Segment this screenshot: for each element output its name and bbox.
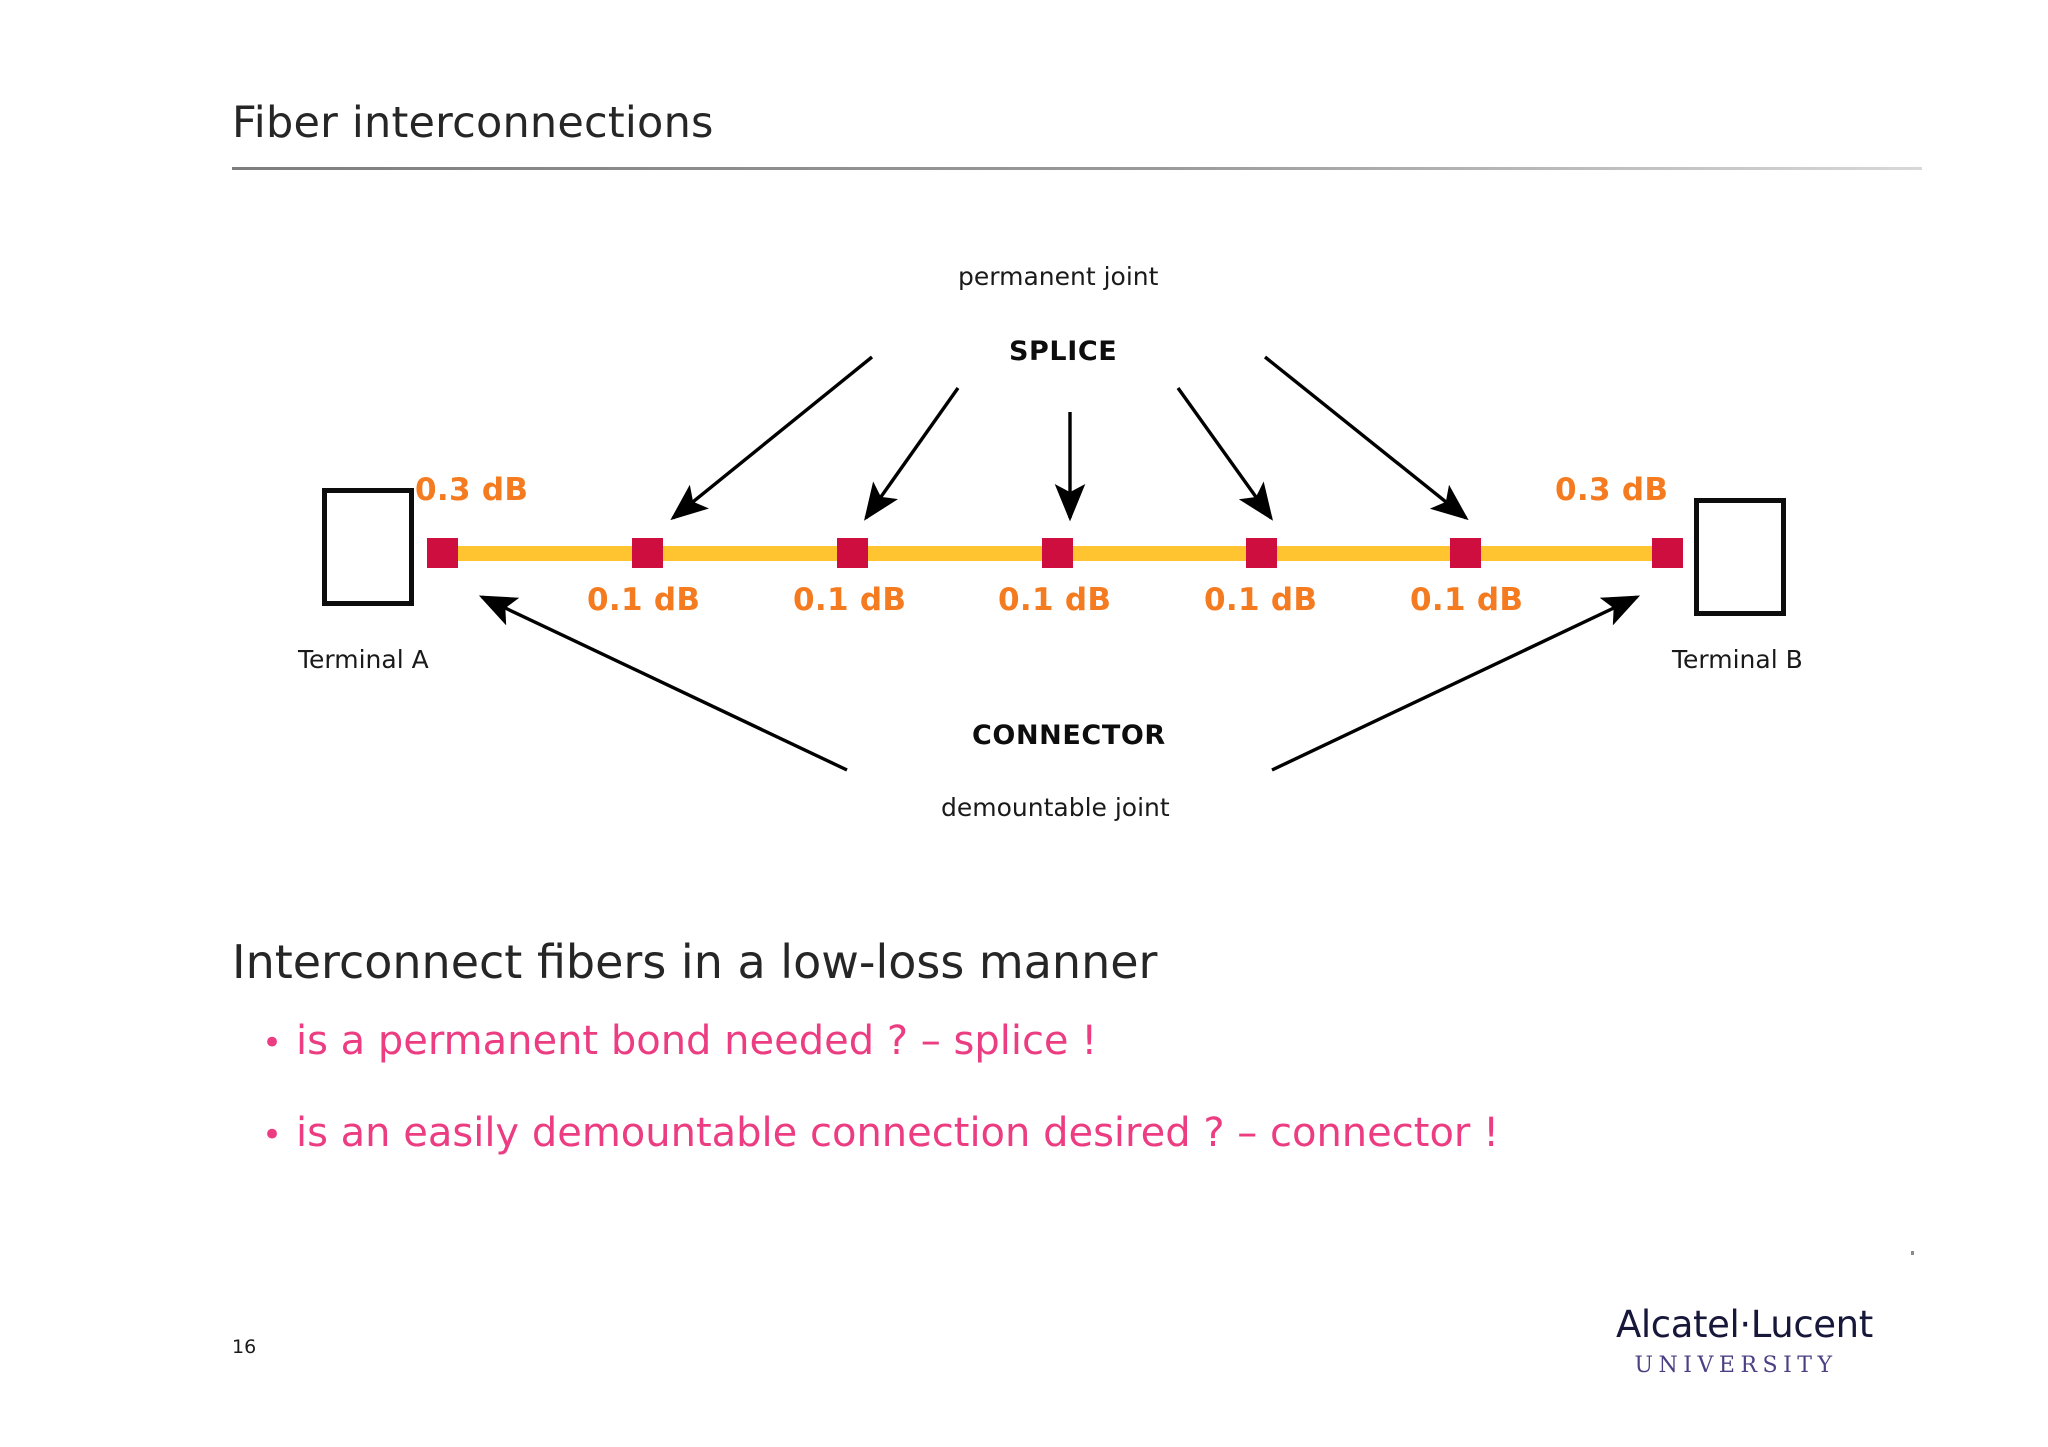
loss-label-6: 0.3 dB xyxy=(1555,472,1669,508)
loss-label-3: 0.1 dB xyxy=(998,582,1112,618)
body-heading: Interconnect fibers in a low-loss manner xyxy=(232,935,1158,989)
logo-wordmark: Alcatel·Lucent xyxy=(1616,1303,1873,1346)
bullet-text: is a permanent bond needed ? – splice ! xyxy=(296,1018,1098,1064)
connector-label: CONNECTOR xyxy=(972,720,1166,751)
splice-block-3 xyxy=(1042,538,1073,568)
connector-block-0 xyxy=(427,538,458,568)
loss-label-2: 0.1 dB xyxy=(793,582,907,618)
loss-label-1: 0.1 dB xyxy=(587,582,701,618)
bullet-text: is an easily demountable connection desi… xyxy=(296,1110,1500,1156)
splice-arrow-3 xyxy=(1176,387,1273,521)
bullet-dot-icon: • xyxy=(262,1023,283,1063)
footer-speck xyxy=(1911,1251,1914,1255)
loss-label-4: 0.1 dB xyxy=(1204,582,1318,618)
connector-arrow-0 xyxy=(478,595,848,772)
terminal-b-box xyxy=(1694,498,1786,616)
connector-block-6 xyxy=(1652,538,1683,568)
fiber-line xyxy=(427,546,1683,561)
loss-label-0: 0.3 dB xyxy=(415,472,529,508)
loss-label-5: 0.1 dB xyxy=(1410,582,1524,618)
bullet-dot-icon: • xyxy=(262,1115,283,1155)
page-number: 16 xyxy=(232,1336,257,1358)
splice-arrow-1 xyxy=(864,387,960,521)
bullet-item-0: • is a permanent bond needed ? – splice ! xyxy=(262,1018,1499,1064)
splice-arrow-4 xyxy=(1263,355,1469,521)
connector-arrow-1 xyxy=(1271,595,1641,772)
bullet-item-1: • is an easily demountable connection des… xyxy=(262,1110,1499,1156)
splice-arrow-0 xyxy=(670,355,874,521)
terminal-a-box xyxy=(322,488,414,606)
splice-arrow-group xyxy=(670,355,1469,522)
page-title: Fiber interconnections xyxy=(232,98,714,148)
splice-block-4 xyxy=(1246,538,1277,568)
logo-subtitle: UNIVERSITY xyxy=(1634,1353,1838,1378)
terminal-a-label: Terminal A xyxy=(298,645,429,674)
connector-arrow-group xyxy=(478,595,1641,772)
splice-label: SPLICE xyxy=(1009,336,1118,367)
permanent-joint-caption: permanent joint xyxy=(958,262,1159,291)
demountable-joint-caption: demountable joint xyxy=(941,793,1170,822)
alcatel-lucent-university-logo: Alcatel·Lucent UNIVERSITY xyxy=(1616,1303,1873,1378)
splice-block-2 xyxy=(837,538,868,568)
title-divider xyxy=(232,167,1922,170)
splice-block-1 xyxy=(632,538,663,568)
splice-block-5 xyxy=(1450,538,1481,568)
bullet-list: • is a permanent bond needed ? – splice !… xyxy=(262,1018,1499,1202)
terminal-b-label: Terminal B xyxy=(1672,645,1803,674)
